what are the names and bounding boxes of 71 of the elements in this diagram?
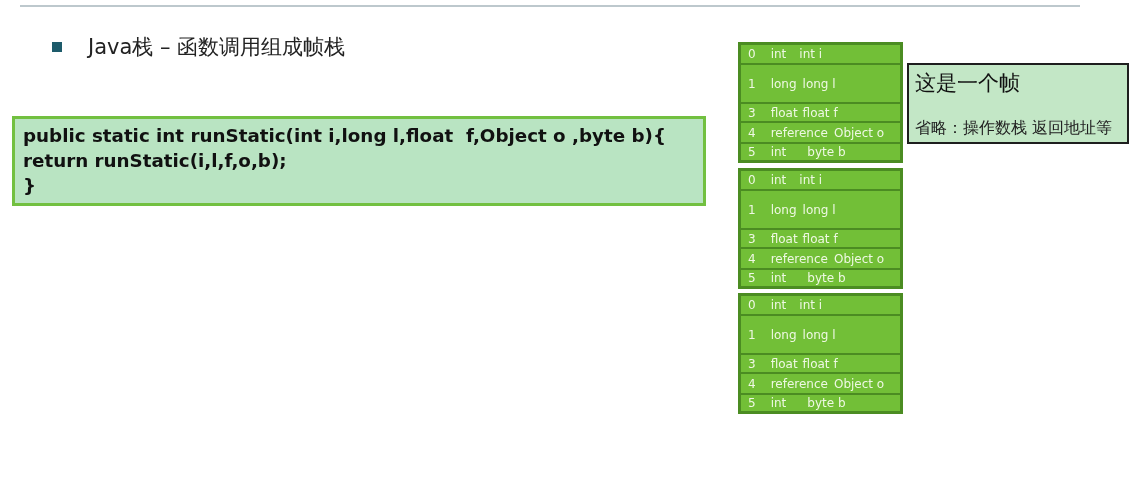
slot-name: long l: [802, 327, 836, 342]
slot-type: reference: [770, 251, 828, 266]
slot-type: long: [770, 327, 797, 342]
slot-name: long l: [802, 202, 836, 217]
slot-index: 3: [748, 231, 756, 246]
slot-type: float: [770, 105, 798, 120]
slot-index: 0: [748, 47, 756, 61]
note-box: [907, 63, 1129, 144]
frame-slot: [740, 64, 901, 103]
frame-slot: [740, 373, 901, 394]
frame-slot: [740, 44, 901, 64]
slot-name: int i: [799, 173, 823, 187]
code-line: }: [23, 174, 36, 198]
slot-index: 1: [748, 327, 756, 342]
slot-type: long: [770, 76, 797, 91]
slide-title: Java栈 – 函数调用组成帧栈: [88, 34, 346, 60]
stack-frame: [738, 293, 903, 414]
slot-name: Object o: [833, 125, 885, 140]
slot-name: float f: [802, 231, 838, 246]
slot-index: 4: [748, 376, 756, 391]
slot-type: int: [770, 47, 787, 61]
slot-name: int i: [799, 298, 823, 312]
slot-index: 3: [748, 356, 756, 371]
slot-index: 5: [748, 145, 756, 159]
frame-slot: [740, 190, 901, 229]
slot-index: 0: [748, 173, 756, 187]
slot-type: long: [770, 202, 797, 217]
slot-index: 3: [748, 105, 756, 120]
slot-index: 1: [748, 202, 756, 217]
slot-type: reference: [770, 125, 828, 140]
slot-index: 5: [748, 271, 756, 285]
slot-name: long l: [802, 76, 836, 91]
frame-slot: [740, 248, 901, 269]
code-line: return runStatic(i,l,f,o,b);: [23, 149, 287, 173]
code-block: [12, 116, 706, 206]
slot-name: Object o: [833, 376, 885, 391]
slot-type: int: [770, 271, 787, 285]
frame-slot: [740, 229, 901, 248]
slot-index: 4: [748, 251, 756, 266]
slot-name: float f: [802, 105, 838, 120]
note-text: 省略：操作数栈 返回地址等: [915, 117, 1113, 139]
slot-type: int: [770, 396, 787, 410]
frame-slot: [740, 394, 901, 412]
frame-slot: [740, 295, 901, 315]
slot-type: int: [770, 298, 787, 312]
frame-slot: [740, 170, 901, 190]
code-line: public static int runStatic(int i,long l,float f,Object o ,byte b){: [23, 124, 666, 148]
slot-index: 4: [748, 125, 756, 140]
slot-index: 5: [748, 396, 756, 410]
slot-name: byte b: [807, 145, 846, 159]
slot-name: byte b: [807, 396, 846, 410]
slot-type: float: [770, 231, 798, 246]
stack-frame: [738, 42, 903, 163]
slot-type: int: [770, 173, 787, 187]
frame-slot: [740, 354, 901, 373]
frame-slot: [740, 315, 901, 354]
slot-name: int i: [799, 47, 823, 61]
frame-slot: [740, 122, 901, 143]
frame-slot: [740, 103, 901, 122]
frame-slot: [740, 143, 901, 161]
slot-type: float: [770, 356, 798, 371]
frame-slot: [740, 269, 901, 287]
slot-name: float f: [802, 356, 838, 371]
note-heading: 这是一个帧: [915, 70, 1020, 97]
slot-index: 1: [748, 76, 756, 91]
slot-index: 0: [748, 298, 756, 312]
slot-name: byte b: [807, 271, 846, 285]
slot-type: reference: [770, 376, 828, 391]
slot-type: int: [770, 145, 787, 159]
stack-frame: [738, 168, 903, 289]
slot-name: Object o: [833, 251, 885, 266]
